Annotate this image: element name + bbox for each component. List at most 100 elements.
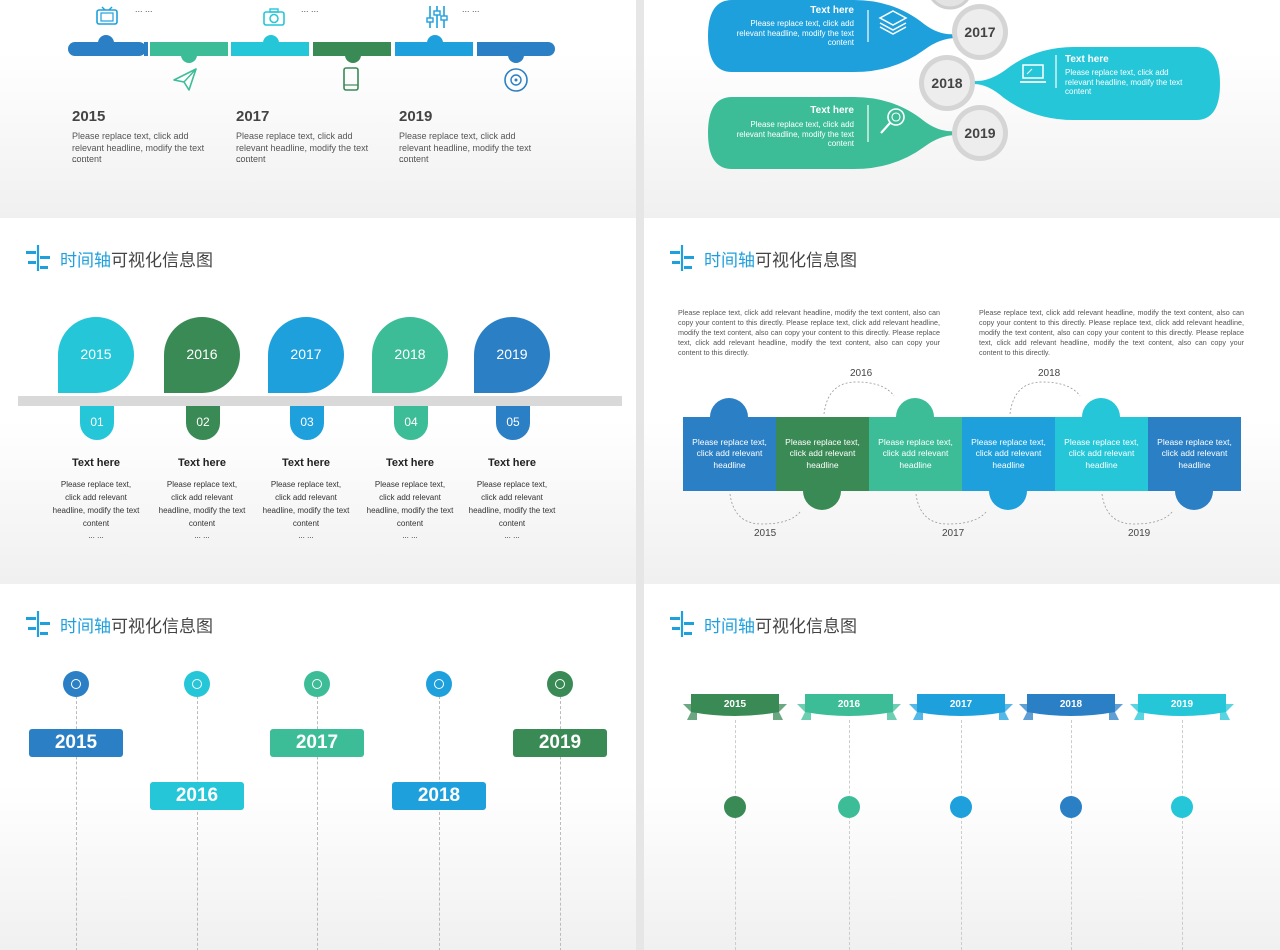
year-label-bottom: 2017 bbox=[942, 528, 965, 539]
timeline-dot bbox=[950, 796, 972, 818]
timeline-logo-icon bbox=[26, 245, 50, 271]
number-tab bbox=[186, 406, 220, 440]
paragraph-left: Please replace text, click add relevant … bbox=[678, 308, 940, 357]
ellipsis-text: ... ... bbox=[301, 4, 319, 14]
ribbon-year: 2018 bbox=[1059, 699, 1083, 710]
block-text: Please replace text, click add relevant … bbox=[692, 436, 767, 470]
number-label: 02 bbox=[196, 415, 210, 429]
year-box bbox=[29, 729, 123, 757]
dashed-line bbox=[961, 720, 962, 950]
dashed-line bbox=[849, 720, 850, 950]
block-text: Please replace text, click add relevant … bbox=[785, 436, 860, 470]
bubble-title: Text here bbox=[1065, 54, 1109, 65]
timeline-dot bbox=[724, 796, 746, 818]
year-label: 2015 bbox=[72, 108, 106, 125]
tv-icon bbox=[96, 6, 118, 25]
timeline-bar bbox=[68, 35, 555, 63]
year-box-label: 2017 bbox=[295, 732, 339, 753]
number-tab bbox=[496, 406, 530, 440]
ribbon-banner bbox=[909, 694, 1013, 720]
year-label: 2019 bbox=[399, 108, 433, 125]
year-label-top: 2018 bbox=[1038, 368, 1061, 379]
year-pin bbox=[474, 317, 550, 393]
section-title: 时间轴可视化信息图 bbox=[60, 251, 213, 271]
block-text: Please replace text, click add relevant … bbox=[971, 436, 1046, 470]
search-icon bbox=[547, 671, 573, 697]
bubble-title: Text here bbox=[810, 5, 854, 16]
slide-timeline-icons[interactable]: ... ... ... ... ... ... 2015 Please repl… bbox=[0, 0, 636, 218]
timeline-block: Please replace text, click add relevant … bbox=[869, 417, 962, 491]
item-more: ... ... bbox=[298, 531, 314, 540]
block-connectors bbox=[729, 381, 1173, 525]
timeline-dot bbox=[838, 796, 860, 818]
number-label: 01 bbox=[90, 415, 104, 429]
item-text: Please replace text, click add relevant … bbox=[158, 480, 246, 528]
year-label: 2017 bbox=[236, 108, 270, 125]
timeline-logo-icon bbox=[670, 611, 694, 637]
bubble-text: Please replace text, click add relevant … bbox=[1065, 68, 1183, 96]
smartphone-icon bbox=[343, 67, 359, 91]
item-more: ... ... bbox=[236, 154, 254, 164]
paragraph-right: Please replace text, click add relevant … bbox=[979, 308, 1244, 357]
slide-timeline-pins[interactable]: 时间轴可视化信息图 2015 01 Text here Please repla… bbox=[0, 218, 636, 584]
item-text: Please replace text, click add relevant … bbox=[366, 480, 454, 528]
slide-timeline-blocks[interactable]: 时间轴可视化信息图 Please replace text, click add… bbox=[644, 218, 1280, 584]
year-pin bbox=[164, 317, 240, 393]
item-more: ... ... bbox=[399, 154, 417, 164]
item-text: Please replace text, click add relevant … bbox=[52, 480, 140, 528]
camera-icon bbox=[263, 8, 285, 26]
pin-year: 2017 bbox=[290, 346, 322, 362]
item-text: Please replace text, click add relevant … bbox=[468, 480, 556, 528]
ribbon-banner bbox=[797, 694, 901, 720]
item-text: Please replace text, click add relevant … bbox=[399, 131, 532, 164]
timeline-logo-icon bbox=[670, 245, 694, 271]
item-title: Text here bbox=[71, 457, 121, 469]
layers-icon bbox=[878, 10, 908, 35]
year-label-bottom: 2019 bbox=[1128, 528, 1151, 539]
year-box-label: 2016 bbox=[175, 785, 219, 806]
magnifier-icon bbox=[880, 108, 905, 134]
number-tab bbox=[290, 406, 324, 440]
year-label-top: 2016 bbox=[850, 368, 873, 379]
slide-timeline-bubbles[interactable]: Text here Please replace text, click add… bbox=[644, 0, 1280, 218]
timeline-track bbox=[18, 396, 622, 406]
block-text: Please replace text, click add relevant … bbox=[1157, 436, 1232, 470]
year-box-label: 2015 bbox=[54, 732, 98, 753]
item-title: Text here bbox=[487, 457, 537, 469]
year-box-label: 2018 bbox=[417, 785, 461, 806]
dashed-line bbox=[1071, 720, 1072, 950]
number-label: 04 bbox=[404, 415, 418, 429]
bubble-year: 2019 bbox=[964, 125, 996, 141]
year-pin bbox=[58, 317, 134, 393]
item-more: ... ... bbox=[402, 531, 418, 540]
bubble-graphics bbox=[708, 0, 1220, 169]
bubble-year: 2017 bbox=[964, 24, 996, 40]
pin-year: 2019 bbox=[496, 346, 528, 362]
timeline-block: Please replace text, click add relevant … bbox=[776, 417, 869, 491]
slide-timeline-vertical[interactable]: 时间轴可视化信息图 2015 2016 2017 2018 bbox=[0, 584, 636, 950]
item-more: ... ... bbox=[88, 531, 104, 540]
umbrella-icon bbox=[426, 671, 452, 697]
item-more: ... ... bbox=[504, 531, 520, 540]
dashed-line bbox=[1182, 720, 1183, 950]
dashed-line bbox=[197, 696, 198, 950]
timeline-dot bbox=[1171, 796, 1193, 818]
pin-year: 2016 bbox=[186, 346, 218, 362]
year-box bbox=[270, 729, 364, 757]
dashed-line bbox=[439, 696, 440, 950]
disc-icon bbox=[504, 68, 528, 92]
number-tab bbox=[80, 406, 114, 440]
ellipsis-text: ... ... bbox=[135, 4, 153, 14]
year-label-bottom: 2015 bbox=[754, 528, 777, 539]
slide-timeline-ribbons[interactable]: 时间轴可视化信息图 2015 2016 2017 bbox=[644, 584, 1280, 950]
laptop-icon bbox=[1020, 64, 1046, 83]
year-pin bbox=[372, 317, 448, 393]
block-text: Please replace text, click add relevant … bbox=[878, 436, 953, 470]
year-box-label: 2019 bbox=[538, 732, 582, 753]
item-more: ... ... bbox=[72, 154, 90, 164]
year-pin bbox=[268, 317, 344, 393]
timeline-logo-icon bbox=[26, 611, 50, 637]
section-title: 时间轴可视化信息图 bbox=[704, 251, 857, 271]
wrench-icon bbox=[304, 671, 330, 697]
dashed-line bbox=[735, 720, 736, 950]
